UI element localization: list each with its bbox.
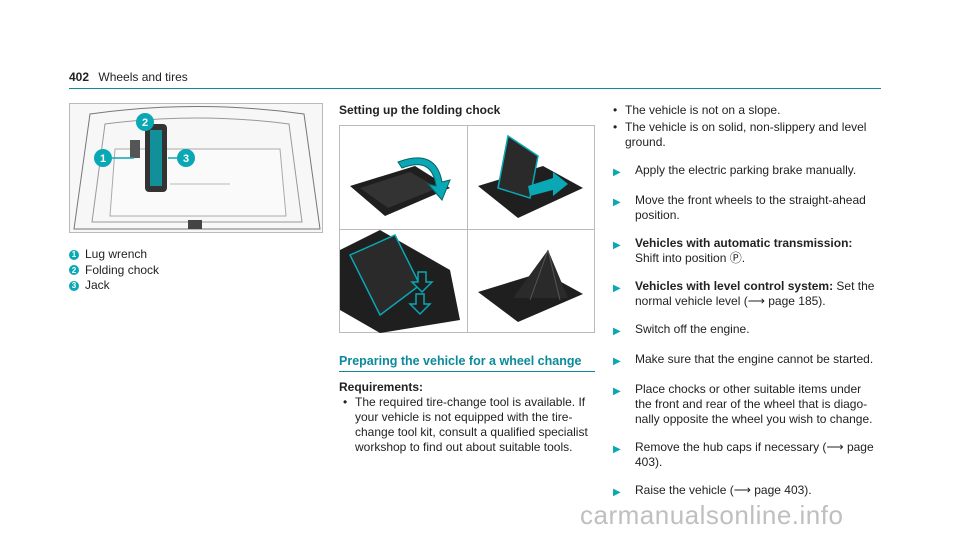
play-triangle-icon: ▶ [613, 167, 621, 178]
chock-step-4-image [468, 230, 595, 333]
legend-text: Folding chock [85, 262, 160, 277]
requirements-block: Requirements: • The required tire-change… [339, 380, 595, 455]
condition-text: The vehicle is not on a slope. [625, 103, 781, 117]
play-triangle-icon: ▶ [613, 487, 621, 498]
step-text: Switch off the engine. [635, 322, 750, 336]
section-rule [339, 371, 595, 372]
requirement-text: The required tire-change tool is availab… [355, 395, 588, 454]
condition-text: The vehicle is on solid, non-slippery an… [625, 120, 867, 149]
section-title: Wheels and tires [98, 70, 188, 84]
legend-item: 3 Jack [69, 278, 159, 294]
chock-setup-figure [339, 125, 595, 333]
step-item: ▶ Vehicles with level control system: Se… [609, 279, 879, 309]
callout-2-icon [136, 113, 154, 131]
play-triangle-icon: ▶ [613, 356, 621, 367]
step-item: ▶ Switch off the engine. [609, 322, 879, 339]
play-triangle-icon: ▶ [613, 386, 621, 397]
steps-column: • The vehicle is not on a slope. • The v… [609, 103, 879, 500]
play-triangle-icon: ▶ [613, 197, 621, 208]
chock-setup-heading: Setting up the folding chock [339, 103, 595, 117]
page-header: 402 Wheels and tires [69, 70, 188, 84]
page-number: 402 [69, 70, 90, 84]
chock-step-2-image [468, 126, 595, 229]
list-item: • The vehicle is on solid, non-slippery … [609, 120, 879, 150]
chock-step-1-image [340, 126, 467, 229]
step-item: ▶ Vehicles with automatic transmission:S… [609, 236, 879, 266]
preparing-title: Preparing the vehicle for a wheel change [339, 354, 582, 368]
step-bold: Vehicles with level control system: [635, 279, 834, 293]
play-triangle-icon: ▶ [613, 444, 621, 455]
step-text: Make sure that the engine cannot be star… [635, 352, 874, 366]
step-bold: Vehicles with automatic transmission: [635, 236, 853, 250]
play-triangle-icon: ▶ [613, 283, 621, 294]
list-item: • The vehicle is not on a slope. [613, 103, 781, 117]
legend-badge: 3 [69, 280, 79, 291]
legend-item: 2 Folding chock [69, 263, 159, 279]
header-rule [69, 88, 881, 89]
step-item: ▶ Apply the electric parking brake manua… [609, 163, 879, 180]
legend-badge: 2 [69, 265, 79, 276]
legend-text: Jack [85, 278, 110, 292]
play-triangle-icon: ▶ [613, 240, 621, 251]
step-text: Place chocks or other suitable items und… [635, 382, 873, 426]
callout-3-icon [177, 149, 195, 167]
trunk-illustration: 2 1 3 [69, 103, 323, 233]
chock-setup-title: Setting up the folding chock [339, 103, 501, 117]
svg-text:3: 3 [183, 153, 189, 165]
step-text: Shift into position Ⓟ. [635, 251, 746, 265]
watermark: carmanualsonline.info [580, 500, 844, 530]
step-item: ▶ Move the front wheels to the straight-… [609, 193, 879, 223]
legend-text: Lug wrench [85, 247, 148, 261]
callout-1-icon [94, 149, 112, 167]
svg-text:1: 1 [100, 153, 106, 165]
requirements-label: Requirements: [339, 380, 424, 394]
list-item: • The required tire-change tool is avail… [339, 395, 595, 455]
step-text[interactable]: Remove the hub caps if necessary (⟶ page… [635, 440, 874, 469]
legend-item: 1 Lug wrench [69, 247, 159, 263]
step-text: Apply the electric parking brake manuall… [635, 163, 857, 177]
step-item: ▶ Place chocks or other suitable items u… [609, 382, 879, 427]
step-text[interactable]: Raise the vehicle (⟶ page 403). [635, 483, 812, 497]
step-item: ▶ Raise the vehicle (⟶ page 403). [609, 483, 879, 500]
chock-step-3-image [340, 230, 467, 333]
step-item: ▶ Make sure that the engine cannot be st… [609, 352, 879, 369]
step-text: Move the front wheels to the straight-ah… [635, 193, 866, 222]
figure-legend: 1 Lug wrench 2 Folding chock 3 Jack [69, 247, 159, 294]
trunk-drawing: 2 1 3 [70, 104, 322, 232]
legend-badge: 1 [69, 249, 79, 260]
step-item: ▶ Remove the hub caps if necessary (⟶ pa… [609, 440, 879, 470]
svg-text:2: 2 [142, 117, 148, 129]
step-text[interactable]: Set the normal vehicle level (⟶ page 185… [635, 279, 875, 308]
play-triangle-icon: ▶ [613, 326, 621, 337]
